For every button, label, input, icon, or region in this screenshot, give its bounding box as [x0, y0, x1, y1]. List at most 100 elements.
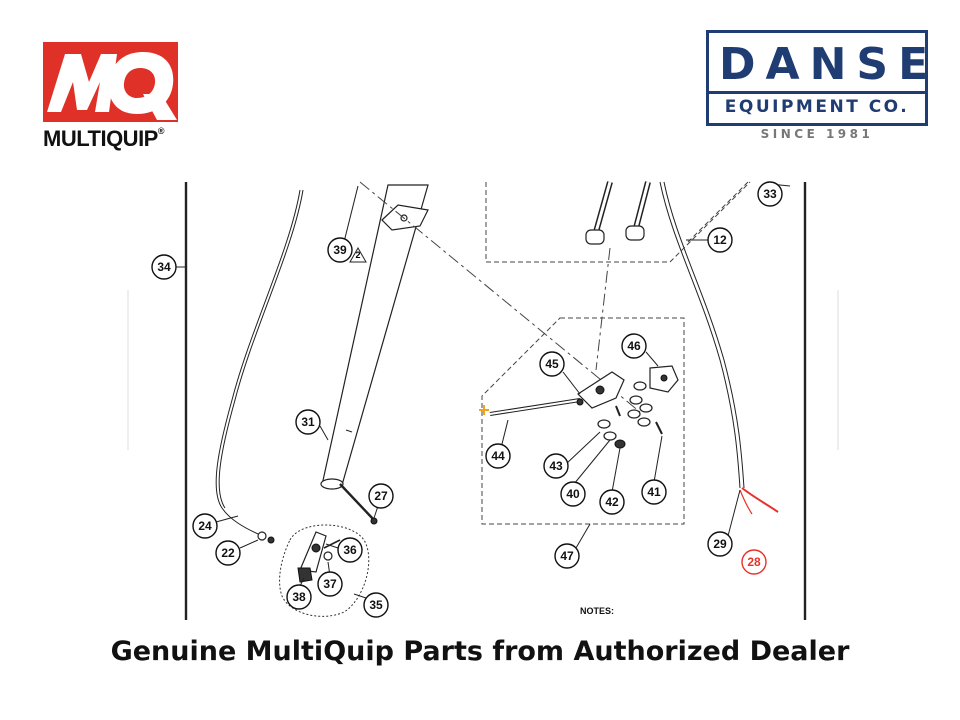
washer-f: [597, 419, 611, 429]
leader-45: [562, 371, 581, 395]
callout-label: 33: [763, 187, 777, 201]
leader-24: [215, 515, 239, 523]
leader-47: [575, 523, 591, 549]
callout-layer: 33 34 39 2 12 45 46 31 44 43 41 40 42 27…: [151, 181, 783, 618]
callout-37[interactable]: 37: [317, 571, 343, 597]
lever-pivot: [595, 385, 605, 395]
leader-36: [325, 543, 339, 549]
callout-label: 22: [221, 546, 235, 560]
callout-41[interactable]: 41: [641, 479, 667, 505]
page-caption: Genuine MultiQuip Parts from Authorized …: [110, 636, 850, 667]
callout-label: 41: [647, 485, 661, 499]
cable-nut: [257, 531, 267, 541]
callout-label: 35: [369, 598, 383, 612]
callout-46[interactable]: 46: [621, 333, 647, 359]
main-tube: [321, 184, 429, 486]
washer-g: [603, 431, 617, 441]
washer-e: [637, 417, 651, 427]
callout-27[interactable]: 27: [368, 483, 394, 509]
spring-end-right: [625, 225, 645, 241]
handle-bar-core: [489, 399, 581, 415]
leader-29: [727, 489, 741, 537]
notes-label: NOTES:: [580, 606, 615, 616]
callout-label: 27: [374, 489, 388, 503]
danse-equipment-logo: DANSE EQUIPMENT CO. SINCE 1981: [706, 30, 928, 145]
zoom-leader-upper: [687, 181, 749, 243]
callout-label: 24: [198, 519, 212, 533]
leader-43: [565, 431, 601, 465]
center-line-vertical: [595, 247, 611, 371]
callout-label: 46: [627, 339, 641, 353]
danse-subtitle: EQUIPMENT CO.: [724, 97, 910, 117]
leader-41: [653, 435, 663, 483]
callout-label: 34: [157, 260, 171, 274]
cable-left: [215, 189, 301, 535]
leader-31: [319, 425, 329, 441]
callout-label: 29: [713, 537, 727, 551]
callout-label: 42: [605, 495, 619, 509]
callout-12[interactable]: 12: [707, 227, 733, 253]
bolt-27-head: [370, 517, 378, 525]
callout-label: 40: [566, 487, 580, 501]
callout-label: 31: [301, 415, 315, 429]
washer-a: [633, 381, 647, 391]
washer-b: [629, 395, 643, 405]
leader-40: [573, 439, 611, 485]
highlighted-leader: [739, 489, 753, 515]
pivot-washer: [323, 551, 333, 561]
pivot-bracket: [299, 531, 327, 573]
callout-29[interactable]: 29: [707, 531, 733, 557]
callout-43[interactable]: 43: [543, 453, 569, 479]
cable-right: [659, 181, 741, 489]
pivot-screw: [323, 539, 341, 549]
callout-47[interactable]: 47: [554, 543, 580, 569]
cable-left-inner: [218, 189, 304, 509]
pivot-pin: [311, 543, 321, 553]
pivot-block: [297, 567, 313, 583]
leader-42: [611, 447, 621, 493]
spring-end-left: [585, 229, 605, 245]
callout-2[interactable]: 2: [355, 250, 360, 260]
cable-right-inner: [663, 181, 745, 489]
cable-nut-small: [267, 536, 275, 544]
callout-label: 45: [545, 357, 559, 371]
callout-22[interactable]: 22: [215, 540, 241, 566]
callout-40[interactable]: 40: [560, 481, 586, 507]
multiquip-logo: MQ MULTIQUIP®: [43, 42, 181, 152]
callout-label: 2: [355, 250, 360, 260]
warning-triangle-icon: [349, 246, 367, 263]
callout-34[interactable]: 34: [151, 254, 177, 280]
callout-44[interactable]: 44: [485, 443, 511, 469]
callout-45[interactable]: 45: [539, 351, 565, 377]
mq-logo-badge: MQ: [43, 42, 178, 122]
tube-slot: [345, 429, 353, 433]
danse-name: DANSE: [719, 39, 939, 90]
callout-31[interactable]: 31: [295, 409, 321, 435]
danse-divider: [709, 91, 925, 94]
washer-d: [627, 409, 641, 419]
tube-end: [320, 478, 344, 490]
callout-36[interactable]: 36: [337, 537, 363, 563]
leader-46: [645, 351, 659, 367]
callout-24[interactable]: 24: [192, 513, 218, 539]
callout-label: 47: [560, 549, 574, 563]
callout-39[interactable]: 39: [327, 237, 353, 263]
callout-label: 28: [747, 555, 761, 569]
highlighted-cable-end: [741, 487, 779, 513]
callout-42[interactable]: 42: [599, 489, 625, 515]
registered-mark: ®: [157, 126, 165, 136]
mq-letters-mark: MQ: [47, 52, 177, 120]
callout-35[interactable]: 35: [363, 592, 389, 618]
danse-logo-frame: DANSE EQUIPMENT CO.: [706, 30, 928, 126]
callout-33[interactable]: 33: [757, 181, 783, 207]
screw-small: [615, 405, 621, 417]
callout-label: 37: [323, 577, 337, 591]
callout-label: 36: [343, 543, 357, 557]
center-line-diagonal: [359, 181, 641, 413]
wordmark-text: MULTIQUIP: [43, 126, 158, 151]
gas-spring-left-core: [594, 181, 612, 233]
callout-38[interactable]: 38: [286, 584, 312, 610]
callout-28[interactable]: 28: [741, 549, 767, 575]
lock-nut: [614, 439, 626, 449]
